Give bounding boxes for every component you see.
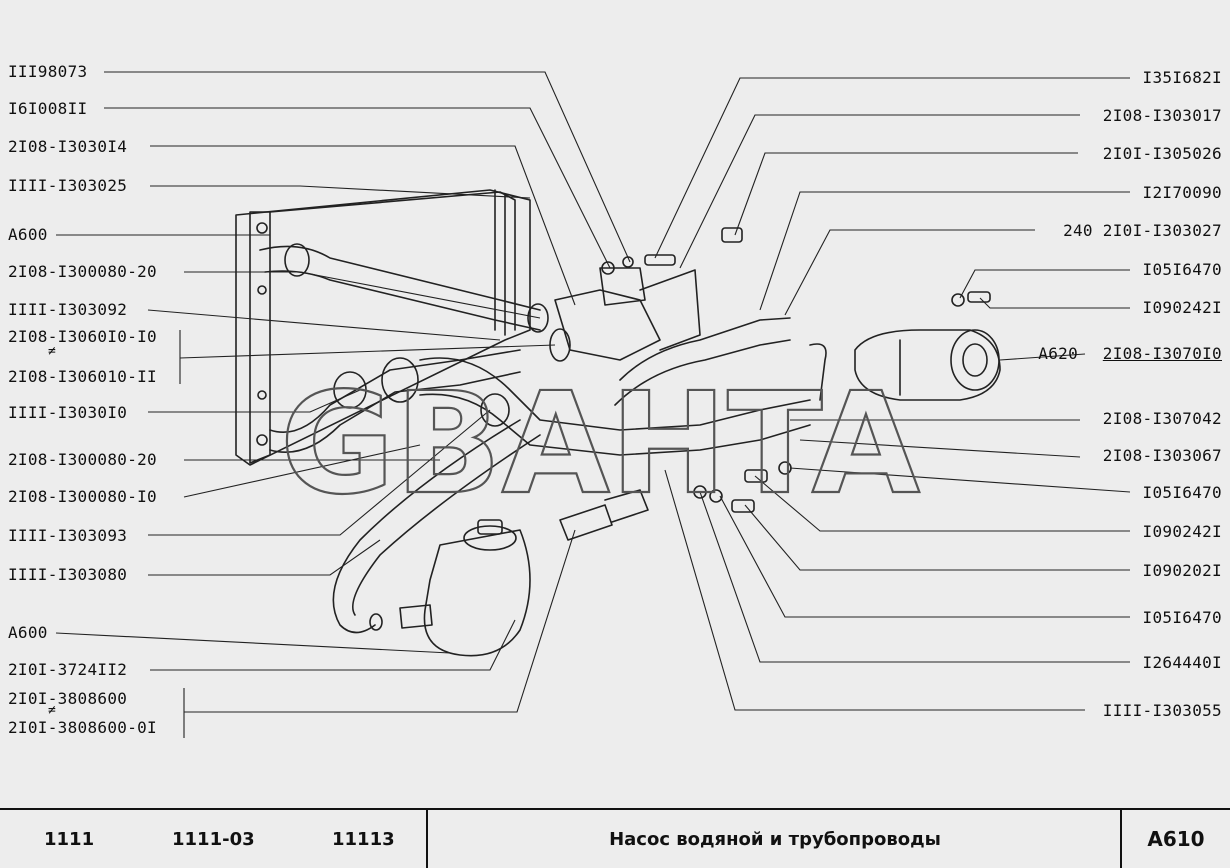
part-number-left-0: III98073 (8, 62, 88, 81)
part-number-right-10: 2I08-I303067 (1102, 446, 1222, 465)
leader-lines (55, 71, 1131, 738)
watermark: GBAHTA (280, 363, 920, 526)
alternate-mark-1: ≠ (48, 703, 57, 718)
part-number-right-9: 2I08-I307042 (1102, 409, 1222, 428)
part-number-left-11: 2I08-I300080-I0 (8, 487, 157, 506)
thermostat-housing (549, 267, 701, 362)
part-number-right-2: 2I0I-I305026 (1102, 144, 1222, 163)
divider (426, 810, 428, 868)
title-block: 1111 1111-03 11113 Насос водяной и трубо… (0, 808, 1230, 868)
part-number-left-17: 2I0I-3808600-0I (8, 718, 157, 737)
part-number-left-7: 2I08-I3060I0-I0 (8, 327, 157, 346)
part-number-right-12: I090242I (1142, 522, 1222, 541)
part-number-left-16: 2I0I-3808600 (8, 689, 128, 708)
part-number-left-15: 2I0I-3724II2 (8, 660, 128, 679)
page-title: Насос водяной и трубопроводы (609, 828, 941, 850)
part-number-right-11: I05I6470 (1142, 483, 1222, 502)
bolts (601, 227, 991, 513)
tank-hose (332, 419, 541, 634)
part-number-right-16: IIII-I303055 (1102, 701, 1222, 720)
lower-pipes (269, 317, 827, 456)
part-number-right-14: I05I6470 (1142, 608, 1222, 627)
expansion-tank (399, 519, 531, 657)
part-number-right-15: I264440I (1142, 653, 1222, 672)
part-number-left-14: A600 (8, 623, 48, 642)
part-number-left-10: 2I08-I300080-20 (8, 450, 157, 469)
divider (1120, 810, 1122, 868)
part-number-left-9: IIII-I3030I0 (8, 403, 128, 422)
radiator (235, 189, 531, 466)
part-number-left-12: IIII-I303093 (8, 526, 128, 545)
model-3: 11113 (332, 828, 395, 850)
alternate-mark-0: ≠ (48, 344, 57, 359)
part-number-right-13: I090202I (1142, 561, 1222, 580)
page-code: A610 (1147, 827, 1205, 851)
temp-sensor (559, 489, 649, 541)
part-number-right-4: 240 2I0I-I303027 (1063, 221, 1222, 240)
water-pump (854, 329, 1001, 401)
part-number-left-1: I6I008II (8, 99, 88, 118)
part-number-left-13: IIII-I303080 (8, 565, 128, 584)
part-number-right-7: A620 (1038, 344, 1078, 363)
part-number-left-5: 2I08-I300080-20 (8, 262, 157, 281)
part-number-left-6: IIII-I303092 (8, 300, 128, 319)
part-number-left-3: IIII-I303025 (8, 176, 128, 195)
model-1: 1111 (44, 828, 95, 850)
part-number-right-3: I2I70090 (1142, 183, 1222, 202)
part-number-left-2: 2I08-I3030I4 (8, 137, 128, 156)
part-number-right-6: I090242I (1142, 298, 1222, 317)
part-number-left-8: 2I08-I306010-II (8, 367, 157, 386)
part-number-right-5: I05I6470 (1142, 260, 1222, 279)
part-number-left-4: A600 (8, 225, 48, 244)
part-number-right-8: 2I08-I3070I0 (1102, 344, 1222, 363)
model-2: 1111-03 (172, 828, 255, 850)
part-number-right-0: I35I682I (1142, 68, 1222, 87)
part-number-right-1: 2I08-I303017 (1102, 106, 1222, 125)
